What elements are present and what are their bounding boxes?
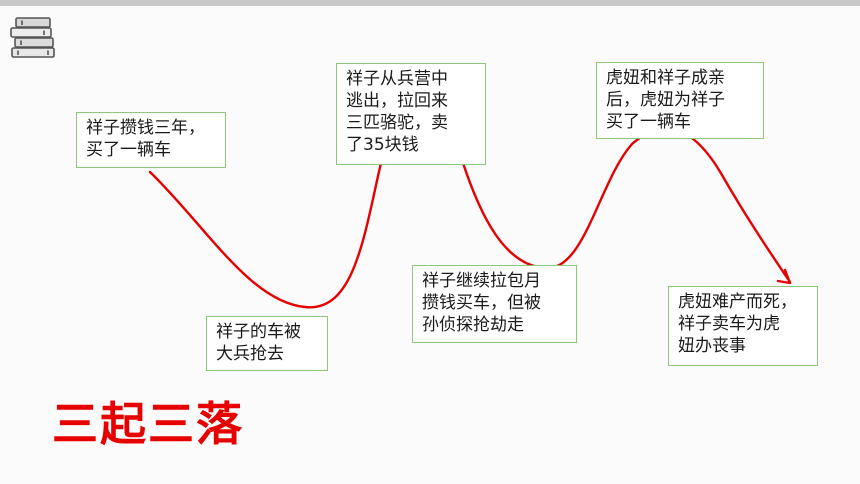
headline-three-rises-three-falls: 三起三落 — [52, 397, 244, 451]
arrow-head-icon — [776, 268, 792, 285]
event-box-huniu-dies: 虎妞难产而死， 祥子卖车为虎 妞办丧事 — [668, 286, 818, 366]
event-box-robbed: 祥子继续拉包月 攒钱买车，但被 孙侦探抢劫走 — [412, 265, 577, 343]
event-box-escape-camels: 祥子从兵营中 逃出，拉回来 三匹骆驼，卖 了35块钱 — [336, 63, 486, 165]
fortune-curve-line — [148, 101, 792, 309]
event-box-save-money: 祥子攒钱三年， 买了一辆车 — [76, 112, 226, 168]
event-box-car-seized: 祥子的车被 大兵抢去 — [206, 316, 328, 371]
top-bar — [0, 0, 860, 6]
stacked-books-icon — [10, 17, 55, 58]
event-box-huniu-buys-car: 虎妞和祥子成亲 后，虎妞为祥子 买了一辆车 — [596, 62, 764, 139]
